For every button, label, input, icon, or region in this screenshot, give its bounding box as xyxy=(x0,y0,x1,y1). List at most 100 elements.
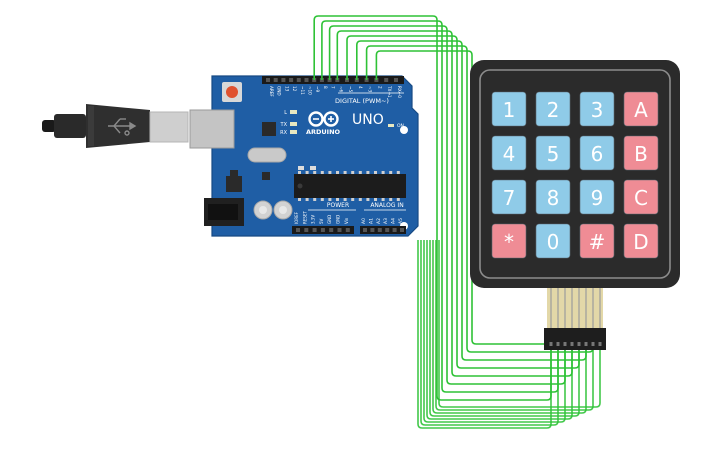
keypad-key-label: * xyxy=(504,230,514,254)
chip-pin xyxy=(343,171,347,174)
connector-pin[interactable] xyxy=(549,342,553,346)
digital-pin-socket[interactable] xyxy=(273,78,278,82)
keypad-key[interactable]: 7 xyxy=(491,179,527,215)
digital-pin-label: ~6 xyxy=(338,86,343,93)
reset-button-cap[interactable] xyxy=(226,86,238,98)
keypad-key[interactable]: # xyxy=(579,223,615,259)
digital-pin-socket[interactable] xyxy=(384,78,389,82)
ribbon-connector-pins[interactable] xyxy=(549,342,602,346)
keypad-key-label: 9 xyxy=(591,186,604,210)
power-pin-socket[interactable] xyxy=(337,228,342,232)
keypad-key[interactable]: * xyxy=(491,223,527,259)
keypad-key-face[interactable] xyxy=(491,135,527,171)
keypad-key-face[interactable] xyxy=(535,135,571,171)
keypad-key[interactable]: 9 xyxy=(579,179,615,215)
digital-pwm-label: DIGITAL (PWM~) xyxy=(335,97,389,105)
smd-component xyxy=(298,166,304,170)
led-rx xyxy=(290,130,297,134)
keypad-key[interactable]: B xyxy=(623,135,659,171)
analog-pin-label: A4 xyxy=(391,218,397,224)
keypad-key[interactable]: 8 xyxy=(535,179,571,215)
keypad-key-face[interactable] xyxy=(535,179,571,215)
keypad-key[interactable]: C xyxy=(623,179,659,215)
keypad-key-face[interactable] xyxy=(579,135,615,171)
power-pin-socket[interactable] xyxy=(345,228,350,232)
chip-pin xyxy=(351,171,355,174)
ribbon-connector xyxy=(544,328,606,350)
keypad-key-face[interactable] xyxy=(535,223,571,259)
chip-pins-top xyxy=(298,171,400,174)
keypad-key-face[interactable] xyxy=(491,91,527,127)
chip-pin xyxy=(336,198,339,201)
chip-pin xyxy=(336,171,339,174)
digital-pin-socket[interactable] xyxy=(304,78,309,82)
wire[interactable] xyxy=(365,45,594,353)
digital-pin-socket[interactable] xyxy=(394,78,398,82)
chip-pin xyxy=(298,171,301,174)
keypad-key[interactable]: 6 xyxy=(579,135,615,171)
analog-pin-socket[interactable] xyxy=(385,228,390,232)
analog-pin-socket[interactable] xyxy=(363,228,367,232)
connector-pin[interactable] xyxy=(591,342,595,346)
connector-pin[interactable] xyxy=(570,342,574,346)
connector-pin[interactable] xyxy=(577,342,581,346)
wire[interactable] xyxy=(346,35,580,369)
analog-pin-socket[interactable] xyxy=(377,228,382,232)
keypad-key-label: 8 xyxy=(547,186,560,210)
wire[interactable] xyxy=(313,15,552,401)
keypad-key[interactable]: 4 xyxy=(491,135,527,171)
digital-header xyxy=(262,76,404,84)
power-pin-socket[interactable] xyxy=(296,228,300,232)
analog-pin-socket[interactable] xyxy=(392,228,397,232)
chip-pin xyxy=(366,171,370,174)
keypad-key-face[interactable] xyxy=(491,179,527,215)
wire[interactable] xyxy=(356,40,587,361)
digital-pin-socket[interactable] xyxy=(281,78,286,82)
keypad-key-face[interactable] xyxy=(491,223,527,259)
keypad-key-face[interactable] xyxy=(623,135,659,171)
analog-pin-socket[interactable] xyxy=(400,228,404,232)
power-header-pins[interactable] xyxy=(296,228,350,232)
keypad-key[interactable]: 5 xyxy=(535,135,571,171)
keypad-key-face[interactable] xyxy=(623,91,659,127)
keypad-key-face[interactable] xyxy=(579,91,615,127)
connector-pin[interactable] xyxy=(556,342,560,346)
usb-icon xyxy=(108,118,137,136)
keypad-key-face[interactable] xyxy=(579,223,615,259)
keypad-key[interactable]: A xyxy=(623,91,659,127)
chip-pin xyxy=(396,171,400,174)
digital-pin-socket[interactable] xyxy=(266,78,270,82)
ribbon-cable xyxy=(547,288,603,328)
power-pin-label: RESET xyxy=(302,211,307,224)
connector-pin[interactable] xyxy=(598,342,602,346)
power-pin-socket[interactable] xyxy=(304,228,309,232)
power-pin-socket[interactable] xyxy=(312,228,317,232)
keypad-key-face[interactable] xyxy=(623,179,659,215)
power-pin-socket[interactable] xyxy=(320,228,325,232)
keypad-key[interactable]: 3 xyxy=(579,91,615,127)
wire[interactable] xyxy=(336,30,573,377)
connector-pin[interactable] xyxy=(563,342,567,346)
keypad-key[interactable]: 1 xyxy=(491,91,527,127)
keypad-key-face[interactable] xyxy=(535,91,571,127)
keypad-key[interactable]: 0 xyxy=(535,223,571,259)
wire-return[interactable] xyxy=(438,240,601,408)
keypad-key[interactable]: D xyxy=(623,223,659,259)
power-pin-socket[interactable] xyxy=(329,228,334,232)
wire[interactable] xyxy=(328,25,566,385)
analog-header-pins[interactable] xyxy=(363,228,404,232)
keypad-key[interactable]: 2 xyxy=(535,91,571,127)
keypad-key-face[interactable] xyxy=(623,223,659,259)
analog-pin-socket[interactable] xyxy=(370,228,375,232)
digital-pin-socket[interactable] xyxy=(289,78,294,82)
connector-pin[interactable] xyxy=(584,342,588,346)
analog-pin-label: A5 xyxy=(398,218,404,224)
keypad-key-face[interactable] xyxy=(579,179,615,215)
wire[interactable] xyxy=(321,20,559,393)
digital-pin-label: TX→1 xyxy=(387,85,392,98)
digital-pin-socket[interactable] xyxy=(296,78,301,82)
